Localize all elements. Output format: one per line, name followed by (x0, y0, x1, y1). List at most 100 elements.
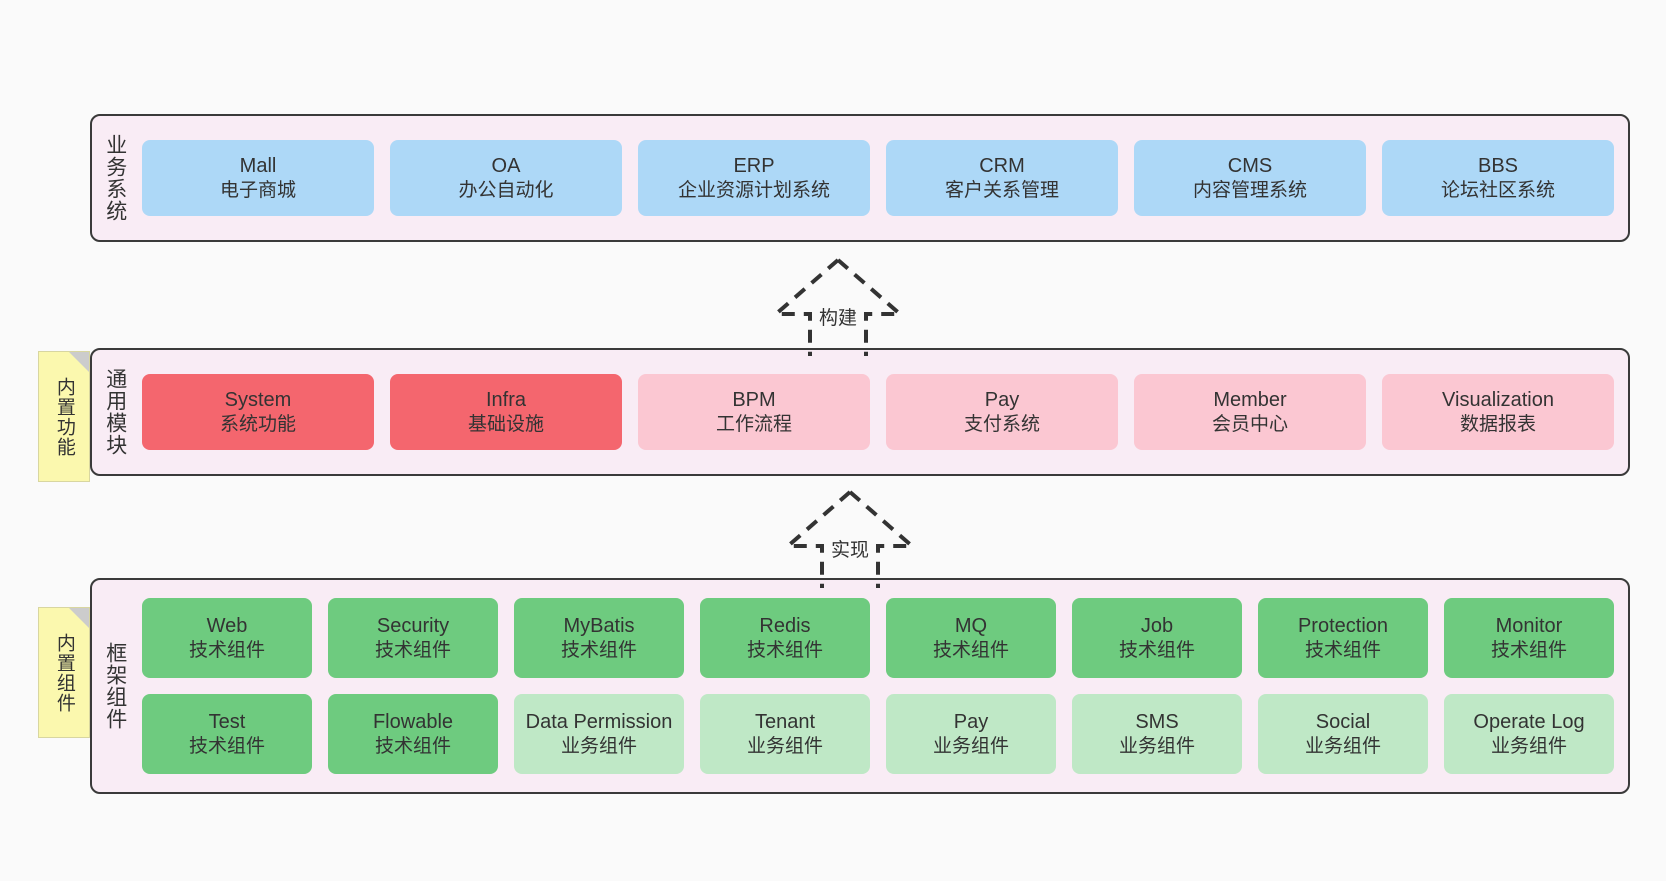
box-subtitle: 企业资源计划系统 (677, 179, 830, 201)
arrow-outline-left (770, 258, 840, 356)
box-title: Web (206, 614, 248, 637)
layer-title-framework: 框架组件 (103, 642, 127, 730)
box-title: Social (1315, 710, 1371, 733)
box-title: Member (1213, 388, 1287, 411)
box-title: Operate Log (1473, 710, 1585, 733)
box-title: ERP (733, 154, 775, 177)
layer-body-framework: Web 技术组件 Security 技术组件 MyBatis 技术组件 Redi… (138, 580, 1628, 792)
box-member[interactable]: Member 会员中心 (1134, 374, 1366, 450)
box-subtitle: 技术组件 (188, 735, 265, 757)
box-oa[interactable]: OA 办公自动化 (390, 140, 622, 216)
box-title: Infra (485, 388, 527, 411)
box-subtitle: 系统功能 (219, 413, 296, 435)
box-subtitle: 业务组件 (560, 735, 637, 757)
layer-title-modules: 通用模块 (103, 368, 127, 456)
layer-band-framework: 框架组件 Web 技术组件 Security 技术组件 MyBatis 技术组件… (90, 578, 1630, 794)
box-bpm[interactable]: BPM 工作流程 (638, 374, 870, 450)
box-subtitle: 基础设施 (467, 413, 544, 435)
box-subtitle: 技术组件 (374, 639, 451, 661)
box-title: BPM (732, 388, 776, 411)
connector-realize: 实现 (760, 484, 940, 592)
box-flowable[interactable]: Flowable 技术组件 (328, 694, 498, 774)
box-security[interactable]: Security 技术组件 (328, 598, 498, 678)
box-pay[interactable]: Pay 支付系统 (886, 374, 1118, 450)
layer-body-business: Mall 电子商城 OA 办公自动化 ERP 企业资源计划系统 CRM 客户关系… (138, 116, 1628, 240)
box-title: BBS (1477, 154, 1519, 177)
box-row: Test 技术组件 Flowable 技术组件 Data Permission … (142, 694, 1614, 774)
box-tenant[interactable]: Tenant 业务组件 (700, 694, 870, 774)
box-title: MQ (954, 614, 988, 637)
box-protection[interactable]: Protection 技术组件 (1258, 598, 1428, 678)
box-subtitle: 业务组件 (1118, 735, 1195, 757)
box-subtitle: 技术组件 (746, 639, 823, 661)
box-title: OA (491, 154, 521, 177)
box-bbs[interactable]: BBS 论坛社区系统 (1382, 140, 1614, 216)
box-subtitle: 业务组件 (1490, 735, 1567, 757)
box-web[interactable]: Web 技术组件 (142, 598, 312, 678)
box-title: Test (208, 710, 246, 733)
box-subtitle: 客户关系管理 (944, 179, 1059, 201)
box-social[interactable]: Social 业务组件 (1258, 694, 1428, 774)
note-fold-corner-icon (69, 608, 89, 628)
box-erp[interactable]: ERP 企业资源计划系统 (638, 140, 870, 216)
box-system[interactable]: System 系统功能 (142, 374, 374, 450)
box-monitor[interactable]: Monitor 技术组件 (1444, 598, 1614, 678)
box-subtitle: 工作流程 (715, 413, 792, 435)
note-builtin-function: 内置功能 (38, 351, 90, 482)
note-label: 内置组件 (53, 632, 75, 713)
note-builtin-component: 内置组件 (38, 607, 90, 738)
box-title: System (224, 388, 292, 411)
box-job[interactable]: Job 技术组件 (1072, 598, 1242, 678)
box-subtitle: 论坛社区系统 (1440, 179, 1555, 201)
box-subtitle: 电子商城 (219, 179, 296, 201)
layer-band-business: 业务系统 Mall 电子商城 OA 办公自动化 ERP 企业资源计划系统 CRM… (90, 114, 1630, 242)
box-cms[interactable]: CMS 内容管理系统 (1134, 140, 1366, 216)
box-subtitle: 内容管理系统 (1192, 179, 1307, 201)
box-subtitle: 技术组件 (188, 639, 265, 661)
box-subtitle: 支付系统 (963, 413, 1040, 435)
box-sms[interactable]: SMS 业务组件 (1072, 694, 1242, 774)
box-title: Flowable (372, 710, 454, 733)
box-title: Redis (759, 614, 811, 637)
box-title: CMS (1227, 154, 1273, 177)
box-subtitle: 会员中心 (1211, 413, 1288, 435)
box-title: Visualization (1442, 388, 1554, 411)
box-title: MyBatis (563, 614, 635, 637)
box-title: Protection (1297, 614, 1389, 637)
arrow-outline-right (836, 258, 906, 356)
box-subtitle: 业务组件 (1304, 735, 1381, 757)
box-subtitle: 技术组件 (1304, 639, 1381, 661)
box-title: Security (376, 614, 450, 637)
box-title: Monitor (1495, 614, 1563, 637)
box-subtitle: 业务组件 (932, 735, 1009, 757)
box-subtitle: 技术组件 (1118, 639, 1195, 661)
connector-build: 构建 (748, 252, 928, 360)
arrow-outline-right (848, 490, 918, 588)
box-mybatis[interactable]: MyBatis 技术组件 (514, 598, 684, 678)
box-operate-log[interactable]: Operate Log 业务组件 (1444, 694, 1614, 774)
layer-band-modules: 通用模块 System 系统功能 Infra 基础设施 BPM 工作流程 Pay… (90, 348, 1630, 476)
layer-body-modules: System 系统功能 Infra 基础设施 BPM 工作流程 Pay 支付系统… (138, 350, 1628, 474)
box-title: Tenant (754, 710, 816, 733)
box-subtitle: 技术组件 (932, 639, 1009, 661)
box-infra[interactable]: Infra 基础设施 (390, 374, 622, 450)
arrow-outline-left (782, 490, 852, 588)
box-data-permission[interactable]: Data Permission 业务组件 (514, 694, 684, 774)
box-visualization[interactable]: Visualization 数据报表 (1382, 374, 1614, 450)
box-test[interactable]: Test 技术组件 (142, 694, 312, 774)
layer-title-business: 业务系统 (103, 134, 127, 222)
box-redis[interactable]: Redis 技术组件 (700, 598, 870, 678)
box-mq[interactable]: MQ 技术组件 (886, 598, 1056, 678)
box-subtitle: 数据报表 (1459, 413, 1536, 435)
box-crm[interactable]: CRM 客户关系管理 (886, 140, 1118, 216)
box-title: Job (1140, 614, 1174, 637)
box-subtitle: 技术组件 (560, 639, 637, 661)
box-title: CRM (979, 154, 1025, 177)
box-title: Mall (239, 154, 277, 177)
box-mall[interactable]: Mall 电子商城 (142, 140, 374, 216)
box-row: System 系统功能 Infra 基础设施 BPM 工作流程 Pay 支付系统… (142, 374, 1614, 450)
box-title: SMS (1135, 710, 1179, 733)
box-pay-component[interactable]: Pay 业务组件 (886, 694, 1056, 774)
note-label: 内置功能 (53, 376, 75, 457)
